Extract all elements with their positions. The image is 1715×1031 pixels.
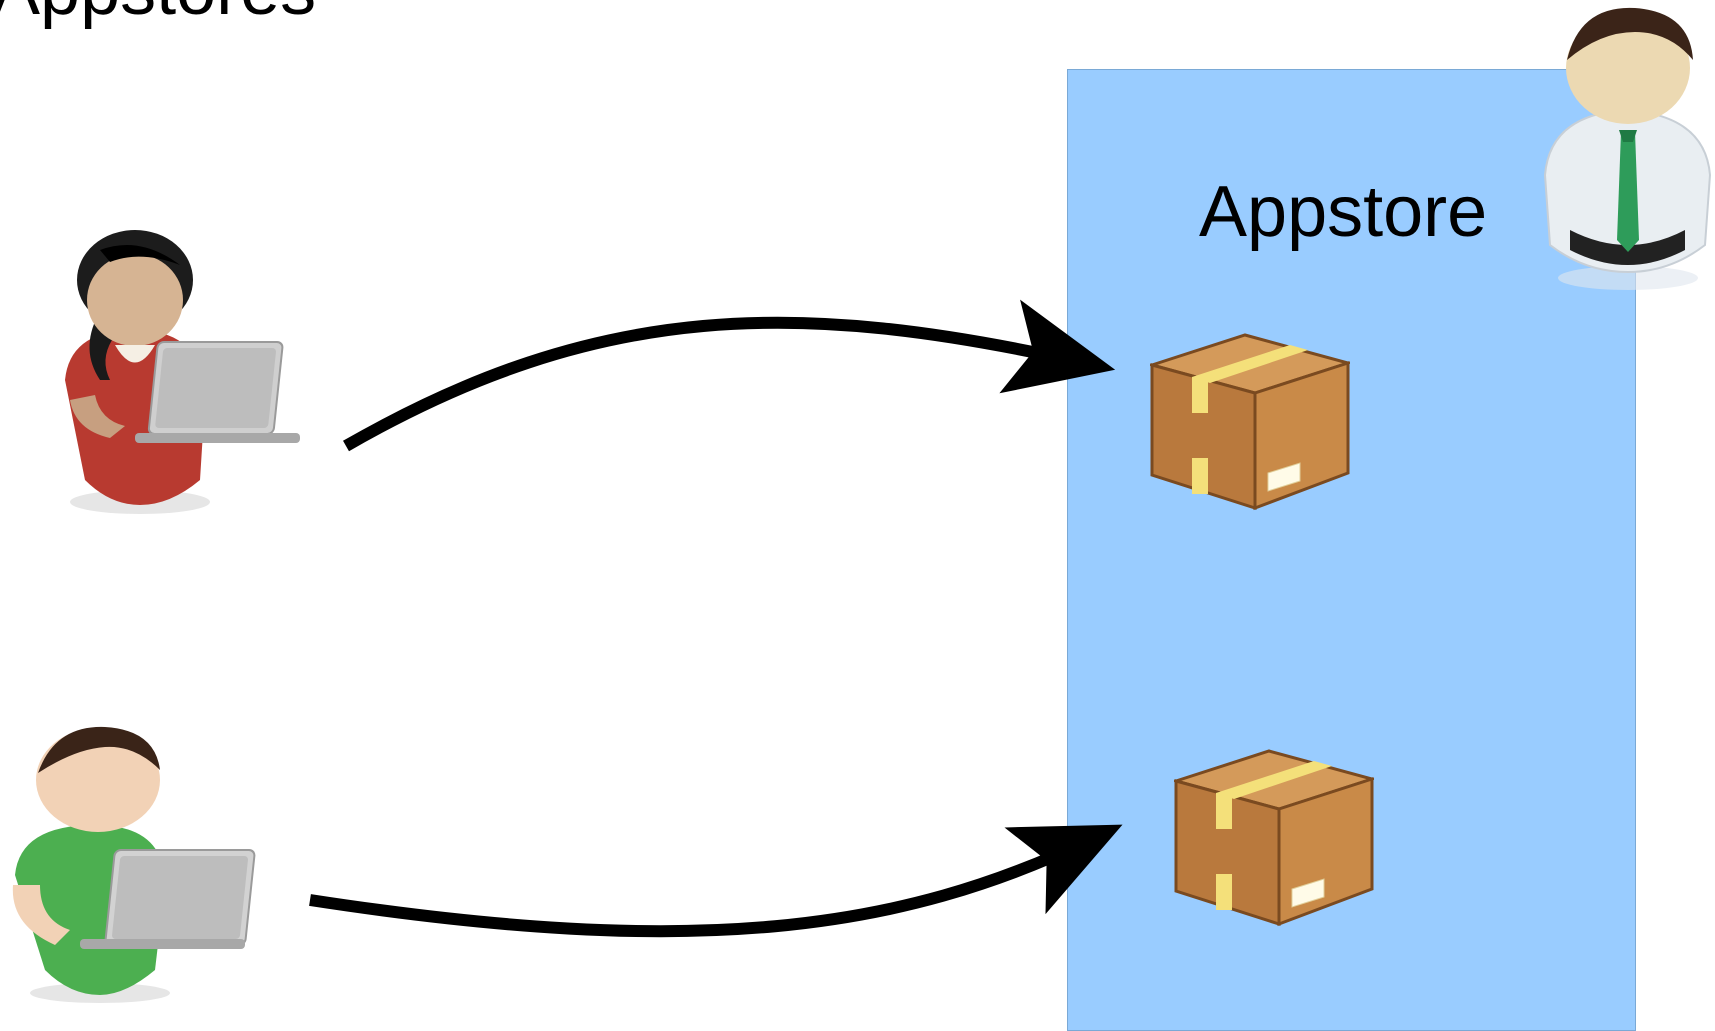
businessman-icon [1535,0,1715,295]
woman-with-laptop-icon [40,230,310,520]
arrows-layer [309,299,1123,938]
page-title: Appstores [0,0,316,26]
appstore-label: Appstore [1199,172,1488,252]
arrow-bottom [309,824,1123,938]
arrow-top [343,299,1116,452]
man-with-laptop-icon [5,725,265,1005]
cardboard-box-icon [1150,333,1350,513]
cardboard-box-icon [1174,749,1374,929]
